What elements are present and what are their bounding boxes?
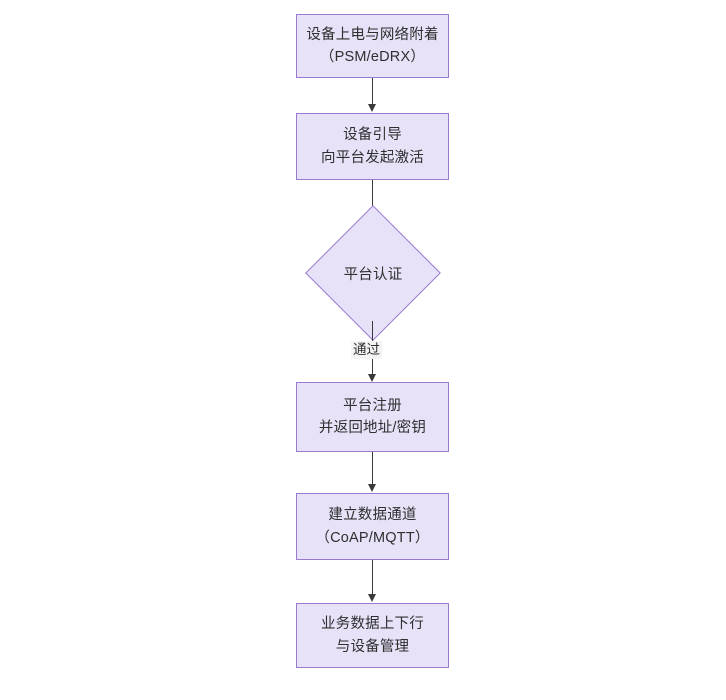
flow-node-data-channel[interactable]: 建立数据通道 （CoAP/MQTT） <box>296 493 449 560</box>
flow-node-platform-auth-decision[interactable]: 平台认证 <box>305 205 441 341</box>
flow-edge-n5-n6 <box>372 560 373 595</box>
node-text-line: （CoAP/MQTT） <box>315 529 430 546</box>
flow-node-platform-register[interactable]: 平台注册 并返回地址/密钥 <box>296 382 449 452</box>
arrow-head-icon <box>368 594 376 602</box>
node-text-line: 并返回地址/密钥 <box>318 420 427 436</box>
arrow-head-icon <box>368 484 376 492</box>
arrow-head-icon <box>368 374 376 382</box>
node-text-line: 平台认证 <box>343 266 403 283</box>
arrow-head-icon <box>368 104 376 112</box>
flow-node-business-data[interactable]: 业务数据上下行 与设备管理 <box>296 603 449 668</box>
flow-node-device-bootstrap[interactable]: 设备引导 向平台发起激活 <box>296 113 449 180</box>
node-text-line: 向平台发起激活 <box>321 149 424 166</box>
flow-edge-n4-n5 <box>372 452 373 485</box>
node-text-line: 平台注册 <box>343 397 402 414</box>
flow-edge-n2-n3 <box>372 180 373 218</box>
node-text-line: 与设备管理 <box>335 638 410 655</box>
flow-edge-n1-n2 <box>372 78 373 105</box>
node-text-line: 设备引导 <box>343 127 402 144</box>
node-text-line: 设备上电与网络附着 <box>306 26 439 43</box>
node-text-line: 建立数据通道 <box>328 507 417 524</box>
flow-node-device-power-on[interactable]: 设备上电与网络附着 （PSM/eDRX） <box>296 14 449 78</box>
node-text-line: 业务数据上下行 <box>321 616 424 633</box>
node-text-line: （PSM/eDRX） <box>319 49 426 65</box>
edge-label-pass: 通过 <box>351 341 382 360</box>
